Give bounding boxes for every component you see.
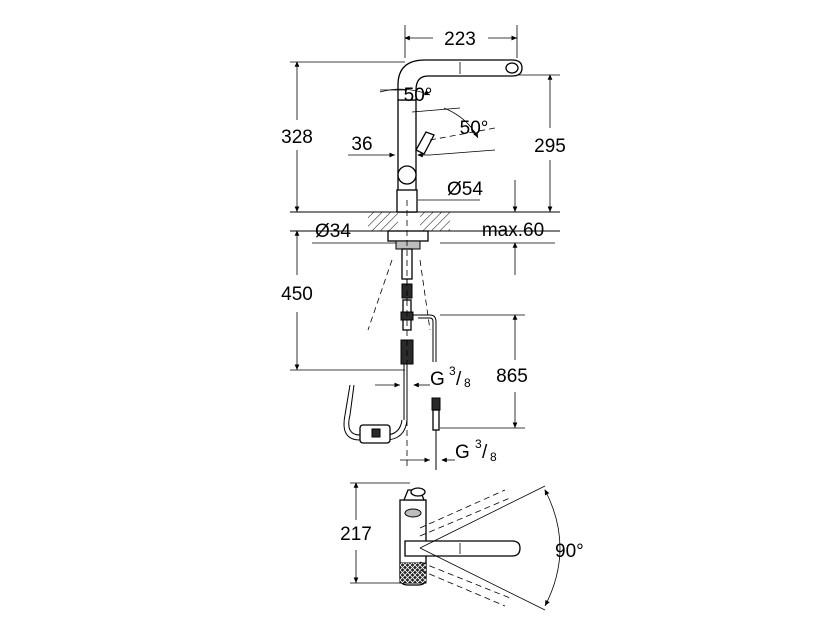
top-view: 217 90°: [340, 482, 584, 611]
hose-length-label: 865: [496, 366, 528, 387]
lever-offset-label: 36: [351, 134, 372, 155]
outlet-height-label: 295: [534, 136, 566, 157]
dimension-max-thickness: max.60: [440, 220, 555, 275]
dimension-below-deck: 450: [281, 230, 405, 371]
angle-rotation: 90°: [419, 485, 584, 611]
top-view-height-label: 217: [340, 524, 372, 545]
dimension-spout-reach: 223: [404, 25, 518, 58]
angle-side: 50°: [429, 107, 496, 156]
rotation-ghosts: [419, 489, 511, 607]
thread-g-2: G: [455, 442, 470, 463]
svg-text:/: /: [456, 369, 462, 390]
dimension-base-diameter: Ø54: [418, 179, 518, 212]
dimension-outlet-height: 295: [517, 74, 566, 212]
svg-text:G: G: [455, 442, 470, 463]
rotation-angle-label: 90°: [555, 541, 584, 562]
max-thickness-label: max.60: [482, 220, 544, 241]
svg-text:/: /: [482, 442, 488, 463]
swivel-angle-upper-label: 50°: [404, 85, 433, 106]
svg-text:G: G: [430, 369, 445, 390]
faucet-body: [396, 59, 523, 213]
spout-reach-label: 223: [444, 29, 476, 50]
thread-denominator-2: 8: [490, 450, 497, 464]
dimension-total-height: 328: [281, 61, 405, 212]
angle-upper: 50°: [379, 85, 461, 113]
dimension-hole-diameter: Ø34: [312, 221, 400, 244]
side-view: 223 328 295: [281, 25, 566, 470]
thread-g-1: G: [430, 369, 445, 390]
thread-numerator-1: 3: [449, 364, 456, 378]
thread-denominator-1: 8: [464, 376, 471, 390]
dimension-top-view-height: 217: [340, 482, 410, 584]
thread-numerator-2: 3: [475, 437, 482, 451]
total-height-label: 328: [281, 127, 313, 148]
swivel-angle-side-label: 50°: [460, 118, 489, 139]
hole-diameter-label: Ø34: [315, 221, 351, 242]
deck-surface: [290, 211, 560, 232]
thread-label-2: G 3 / 8: [400, 437, 497, 464]
dimension-hose-length: 865: [440, 314, 528, 429]
base-diameter-label: Ø54: [447, 179, 483, 200]
hose-assembly: [343, 279, 441, 470]
top-view-body: [399, 487, 521, 586]
dimension-lever-offset: 36: [348, 134, 430, 158]
thread-label-1: G 3 / 8: [375, 364, 471, 390]
below-deck-label: 450: [281, 284, 313, 305]
